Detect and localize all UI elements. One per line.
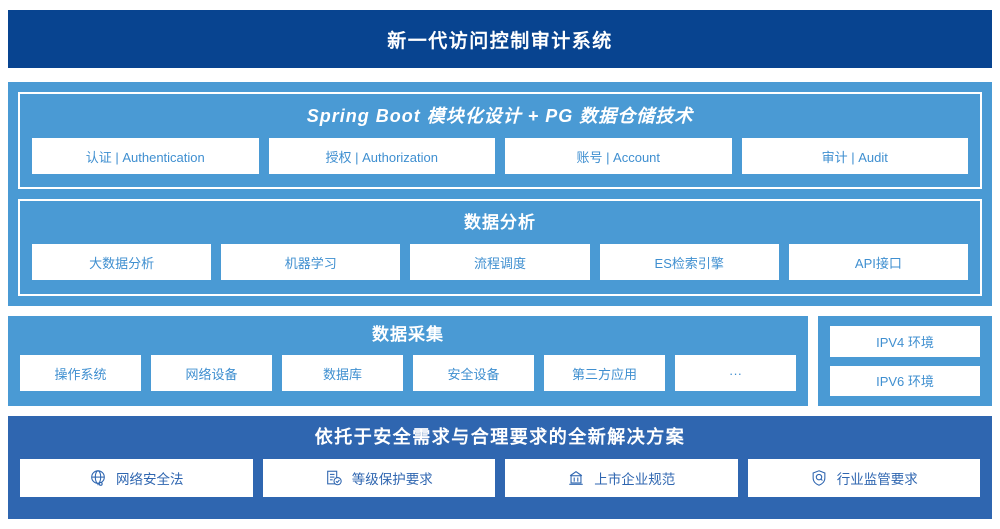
core-platform-chip-row: 认证 | Authentication 授权 | Authorization 账…	[32, 138, 968, 174]
environment-panel: IPV4 环境 IPV6 环境	[818, 316, 992, 406]
data-analysis-block: 数据分析 大数据分析 机器学习 流程调度 ES检索引擎 API接口	[18, 199, 982, 296]
chip-more-ellipsis[interactable]: ···	[675, 355, 796, 391]
bank-building-icon	[567, 469, 585, 487]
chip-es-search-engine[interactable]: ES检索引擎	[599, 244, 779, 280]
page-title: 新一代访问控制审计系统	[387, 30, 613, 52]
chip-authorization[interactable]: 授权 | Authorization	[268, 138, 495, 174]
chip-api-interface[interactable]: API接口	[788, 244, 969, 280]
chip-cybersecurity-law[interactable]: 网络安全法	[20, 459, 253, 497]
chip-listed-enterprise-standard[interactable]: 上市企业规范	[505, 459, 738, 497]
chip-third-party-app[interactable]: 第三方应用	[544, 355, 665, 391]
chip-security-device[interactable]: 安全设备	[413, 355, 534, 391]
chip-ipv4-environment[interactable]: IPV4 环境	[830, 326, 980, 357]
core-platform-title: Spring Boot 模块化设计 + PG 数据仓储技术	[306, 106, 694, 126]
document-check-icon	[325, 469, 343, 487]
shield-search-icon	[810, 469, 828, 487]
data-collection-panel: 数据采集 操作系统 网络设备 数据库 安全设备 第三方应用 ···	[8, 316, 808, 406]
page-header: 新一代访问控制审计系统	[8, 10, 992, 68]
platform-panel: Spring Boot 模块化设计 + PG 数据仓储技术 认证 | Authe…	[8, 82, 992, 306]
chip-database[interactable]: 数据库	[282, 355, 403, 391]
chip-audit[interactable]: 审计 | Audit	[741, 138, 968, 174]
chip-industry-supervision[interactable]: 行业监管要求	[747, 459, 980, 497]
chip-label: 等级保护要求	[351, 472, 433, 487]
data-analysis-chip-row: 大数据分析 机器学习 流程调度 ES检索引擎 API接口	[32, 244, 969, 280]
chip-network-device[interactable]: 网络设备	[151, 355, 272, 391]
chip-account[interactable]: 账号 | Account	[505, 138, 732, 174]
chip-process-scheduling[interactable]: 流程调度	[410, 244, 590, 280]
solution-panel: 依托于安全需求与合理要求的全新解决方案 网络安全法	[8, 416, 992, 519]
chip-machine-learning[interactable]: 机器学习	[221, 244, 401, 280]
chip-operating-system[interactable]: 操作系统	[20, 355, 141, 391]
chip-classified-protection[interactable]: 等级保护要求	[262, 459, 495, 497]
chip-authentication[interactable]: 认证 | Authentication	[32, 138, 259, 174]
chip-ipv6-environment[interactable]: IPV6 环境	[830, 365, 980, 396]
core-platform-block: Spring Boot 模块化设计 + PG 数据仓储技术 认证 | Authe…	[18, 92, 982, 189]
data-collection-chip-row: 操作系统 网络设备 数据库 安全设备 第三方应用 ···	[20, 355, 796, 391]
chip-label: 网络安全法	[116, 472, 184, 487]
chip-label: 上市企业规范	[594, 472, 676, 487]
data-analysis-title: 数据分析	[464, 213, 536, 232]
chip-label: 行业监管要求	[836, 472, 918, 487]
globe-network-icon	[89, 469, 107, 487]
data-collection-title: 数据采集	[372, 325, 444, 344]
solution-title: 依托于安全需求与合理要求的全新解决方案	[314, 427, 686, 447]
solution-chip-row: 网络安全法 等级保护要求	[20, 459, 980, 497]
chip-big-data-analysis[interactable]: 大数据分析	[32, 244, 212, 280]
